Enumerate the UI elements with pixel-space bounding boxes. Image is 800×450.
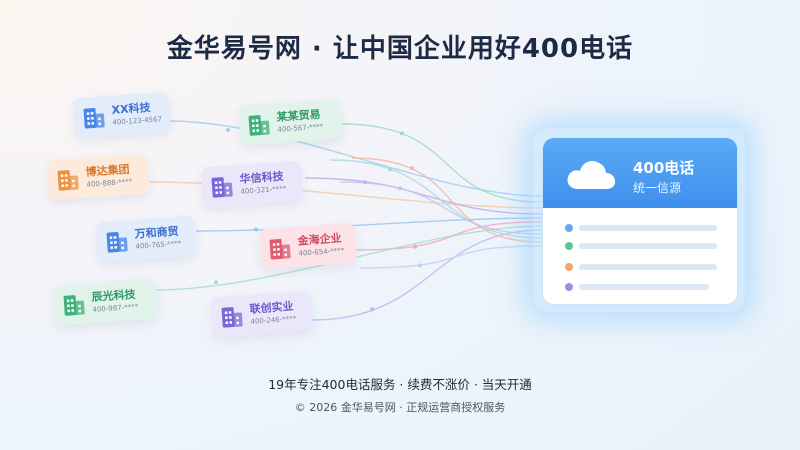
hub-panel[interactable]: 400电话 统一信源 [542, 137, 738, 305]
connection-line [304, 177, 543, 215]
building-icon [83, 107, 105, 129]
company-phone: 400-567-**** [277, 122, 324, 134]
company-name: XX科技 [111, 101, 151, 117]
building-icon [221, 307, 243, 328]
company-card-jinhai-enterprise[interactable]: 金海企业 400-654-**** [258, 222, 358, 270]
row-dot [565, 283, 573, 291]
company-phone: 400-765-**** [135, 239, 182, 251]
cloud-icon [567, 161, 616, 189]
company-name: 联创实业 [249, 299, 294, 316]
row-bar [579, 284, 709, 290]
row-dot [565, 242, 573, 250]
row-dot [565, 263, 573, 271]
company-phone: 400-654-**** [298, 246, 345, 258]
company-phone: 400-888-**** [86, 177, 133, 189]
company-name: 辰光科技 [91, 287, 136, 304]
company-card-moumou-trade[interactable]: 某某贸易 400-567-**** [237, 98, 343, 146]
connection-dot [410, 166, 414, 171]
company-phone: 400-246-**** [250, 314, 297, 326]
company-name: 万和商贸 [134, 224, 179, 241]
company-name: 某某贸易 [276, 107, 321, 124]
page-title: 金华易号网 · 让中国企业用好400电话 [166, 34, 634, 64]
building-icon [63, 295, 85, 316]
hub-title: 400电话 [633, 159, 695, 177]
connection-dot [398, 186, 402, 191]
row-dot [565, 224, 573, 232]
connection-line [351, 157, 543, 243]
company-name: 华信科技 [239, 169, 284, 186]
connection-line [329, 159, 543, 239]
company-name: 博达集团 [85, 162, 130, 179]
connection-line [359, 245, 543, 269]
tagline: 19年专注400电话服务 · 续费不涨价 · 当天开通 [268, 377, 532, 392]
connection-dot [388, 167, 392, 172]
connection-dot [400, 131, 404, 136]
building-icon [248, 115, 270, 136]
building-icon [211, 177, 233, 198]
connection-line [149, 181, 543, 209]
company-card-xx-tech[interactable]: XX科技 400-123-4567 [72, 91, 172, 139]
row-bar [579, 264, 717, 270]
building-icon [106, 232, 128, 253]
connection-dot [254, 227, 258, 232]
company-phone: 400-987-**** [92, 302, 139, 314]
building-icon [269, 238, 291, 260]
connection-line [195, 217, 543, 232]
company-card-huaxin-tech[interactable]: 华信科技 400-321-**** [200, 160, 304, 208]
company-card-wanhe-trade[interactable]: 万和商贸 400-765-**** [95, 215, 197, 263]
copyright: © 2026 金华易号网 · 正规运营商授权服务 [294, 401, 506, 414]
company-phone: 400-321-**** [240, 184, 287, 196]
connection-dot [418, 263, 422, 268]
connection-line [341, 123, 543, 203]
company-card-boda-group[interactable]: 博达集团 400-888-**** [46, 153, 150, 201]
connection-dot [370, 307, 374, 312]
building-icon [57, 170, 79, 191]
connection-dot [214, 280, 218, 285]
row-bar [579, 243, 717, 249]
connection-line [339, 181, 543, 235]
hub-subtitle: 统一信源 [633, 181, 682, 195]
row-bar [579, 225, 717, 231]
company-name: 金海企业 [297, 231, 342, 248]
company-card-chenguang-tech[interactable]: 辰光科技 400-987-**** [52, 278, 158, 326]
hub-header: 400电话 统一信源 [543, 138, 737, 208]
connection-dot [226, 128, 230, 132]
company-card-lianchuang-industry[interactable]: 联创实业 400-246-**** [210, 290, 314, 338]
connection-dot [413, 244, 417, 249]
